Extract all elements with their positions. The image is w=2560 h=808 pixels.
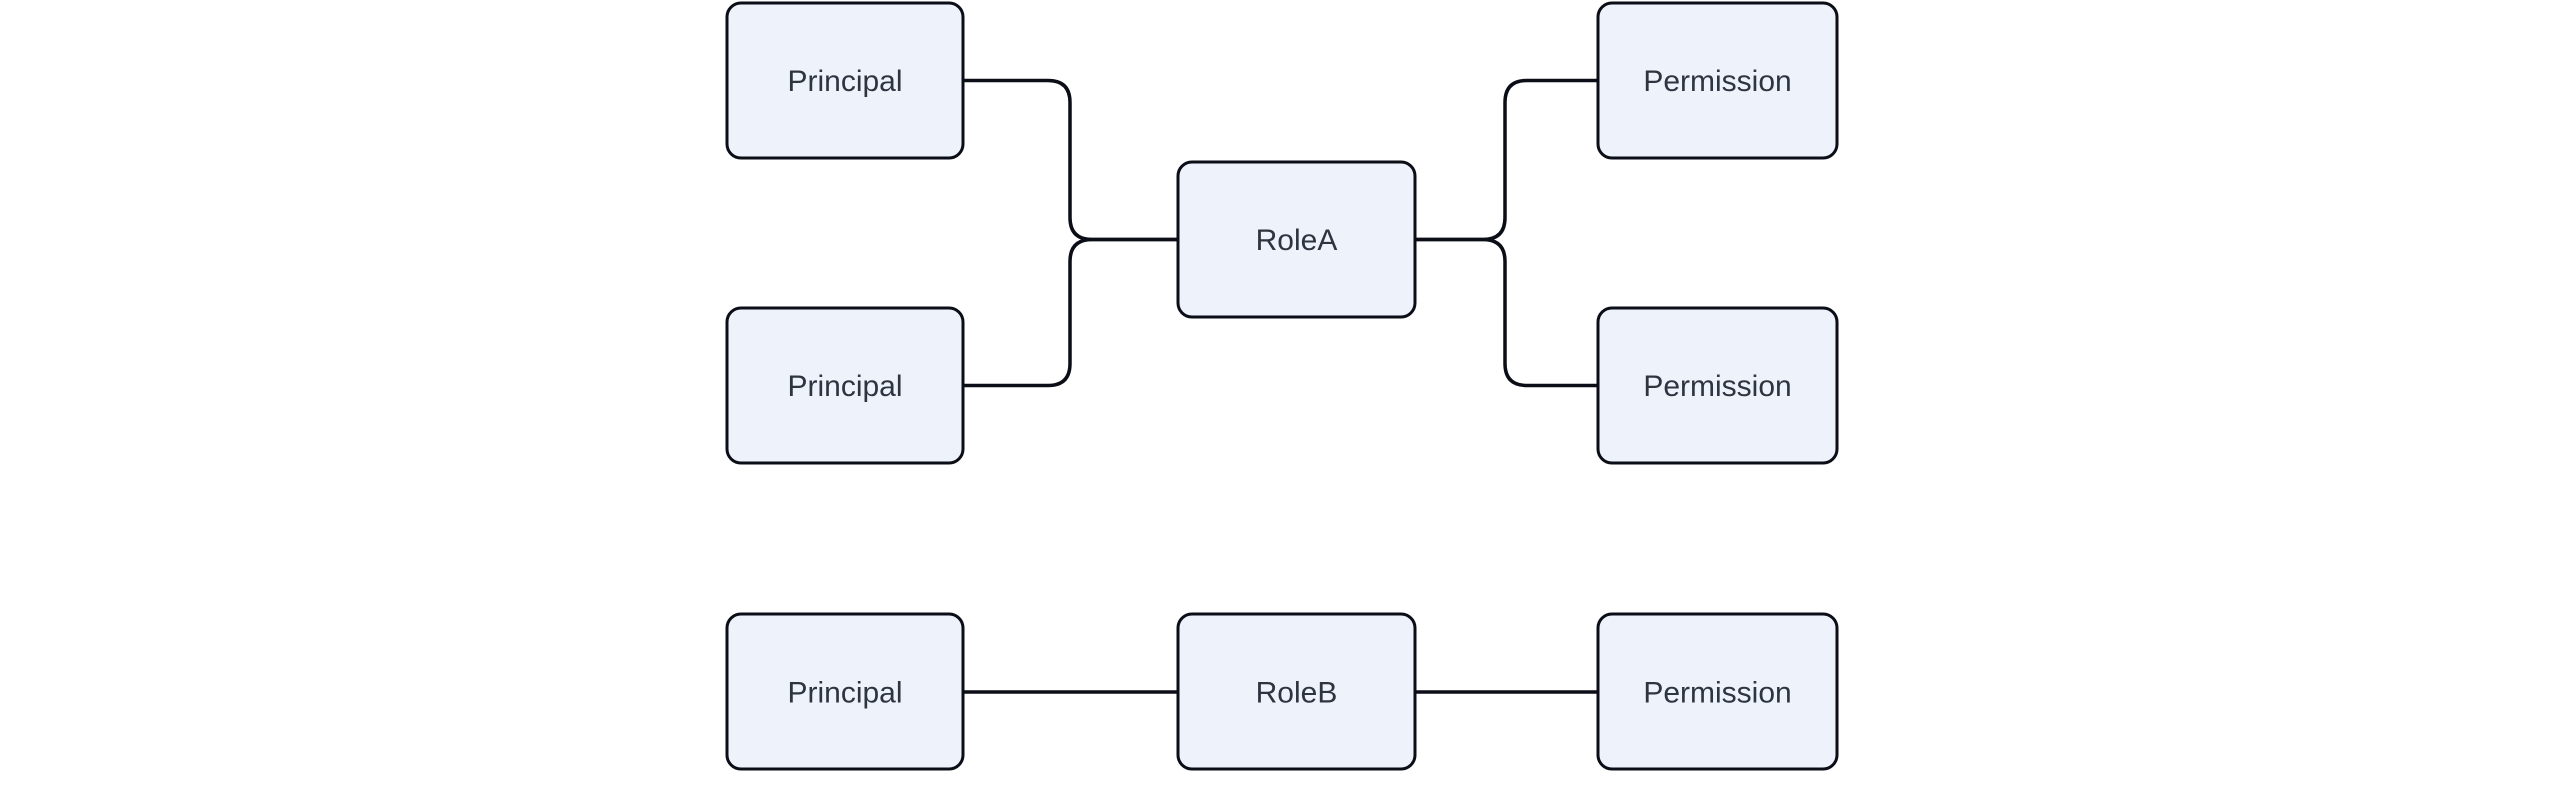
- node-permission-2-box: [1596, 306, 1839, 465]
- node-permission-3: Permission: [1596, 612, 1839, 771]
- node-permission-3-label: Permission: [1643, 677, 1791, 710]
- node-principal-1-box: [725, 1, 965, 160]
- node-principal-3-label: Principal: [787, 677, 902, 710]
- node-principal-2: Principal: [725, 306, 965, 465]
- node-permission-1-label: Permission: [1643, 65, 1791, 98]
- node-principal-3-box: [725, 612, 965, 771]
- node-permission-2-label: Permission: [1643, 370, 1791, 403]
- node-permission-2: Permission: [1596, 306, 1839, 465]
- node-permission-1: Permission: [1596, 1, 1839, 160]
- node-principal-1: Principal: [725, 1, 965, 160]
- edge-role-a-to-permission-2: [1413, 237, 1600, 388]
- edge-principal-1-to-role-a: [961, 78, 1180, 242]
- node-role-a-box: [1176, 160, 1417, 319]
- node-role-b: RoleB: [1176, 612, 1417, 771]
- node-principal-2-box: [725, 306, 965, 465]
- node-principal-2-label: Principal: [787, 370, 902, 403]
- node-permission-1-box: [1596, 1, 1839, 160]
- node-role-b-label: RoleB: [1256, 677, 1338, 710]
- edge-principal-2-to-role-a: [961, 237, 1180, 388]
- edge-layer: [961, 78, 1600, 694]
- node-permission-3-box: [1596, 612, 1839, 771]
- node-role-a: RoleA: [1176, 160, 1417, 319]
- node-role-b-box: [1176, 612, 1417, 771]
- node-principal-3: Principal: [725, 612, 965, 771]
- node-principal-1-label: Principal: [787, 65, 902, 98]
- edge-role-a-to-permission-1: [1413, 78, 1600, 242]
- node-role-a-label: RoleA: [1256, 224, 1338, 257]
